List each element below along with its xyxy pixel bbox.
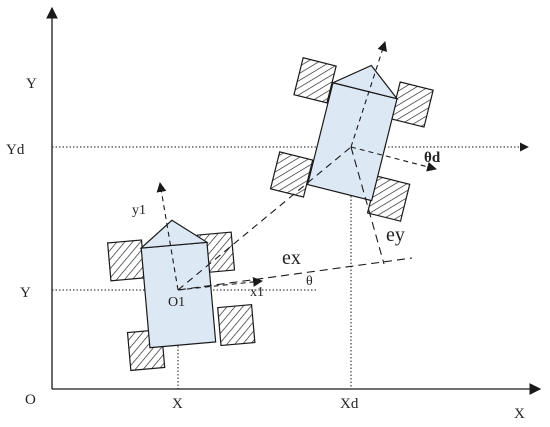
robot-heading-triangle	[331, 64, 399, 100]
theta-d-direction	[350, 146, 437, 172]
robot-y1-axis	[156, 182, 179, 291]
y-level-label: Y	[20, 285, 31, 301]
robot-desired-heading-axis	[350, 41, 387, 148]
wheel-front-right	[217, 303, 256, 347]
xd-tick-label: Xd	[340, 396, 359, 412]
yd-label: Yd	[6, 142, 25, 158]
theta-label: θ	[306, 274, 313, 289]
ey-projection-line	[350, 146, 385, 265]
o1-label: O1	[168, 295, 185, 310]
wheel-front-left	[269, 151, 314, 198]
ey-label: ey	[386, 224, 405, 246]
y1-label: y1	[132, 203, 146, 218]
x1-label: x1	[250, 285, 264, 300]
robot-desired	[269, 57, 434, 222]
wheel-rear-right	[390, 81, 434, 128]
ex-label: ex	[282, 247, 301, 269]
wheel-rear-left	[293, 57, 337, 104]
robot-current	[106, 219, 256, 372]
wheel-rear-left	[106, 239, 146, 282]
y-axis-label: Y	[26, 76, 37, 92]
x-axis-label: X	[514, 406, 525, 422]
ex-projection-line	[177, 257, 413, 291]
position-error-line	[177, 146, 352, 291]
x-tick-label: X	[172, 396, 183, 412]
origin-label: O	[25, 392, 36, 408]
theta-d-label: θd	[424, 150, 441, 166]
robot-heading-triangle	[139, 219, 209, 249]
